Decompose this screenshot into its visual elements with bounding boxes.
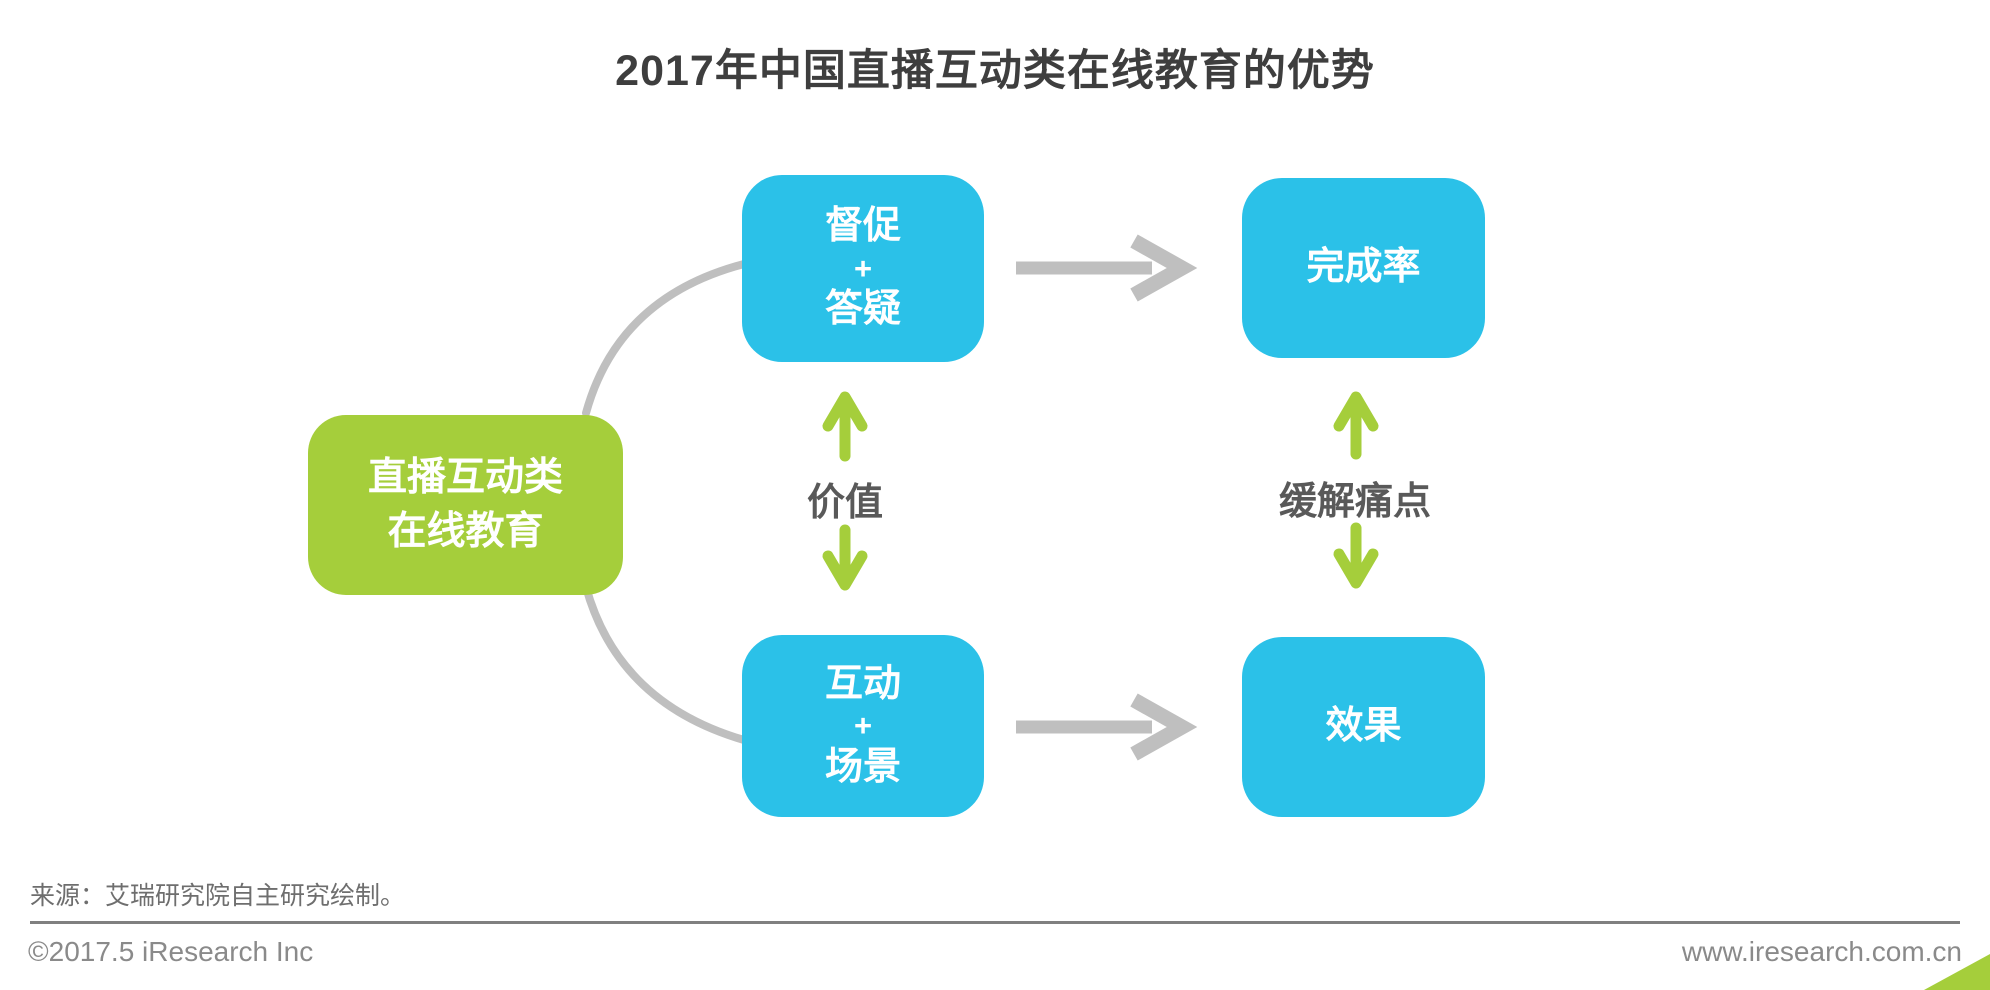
node-label-line: 场景	[824, 745, 901, 788]
node-label: 完成率	[1306, 246, 1421, 289]
node-label-line: 督促	[824, 205, 901, 248]
arrow-up-icon-mid	[822, 391, 868, 462]
node-label: 效果	[1325, 705, 1402, 748]
label-pain-relief: 缓解痛点	[1278, 481, 1431, 523]
website-text: www.iresearch.com.cn	[1681, 936, 1962, 967]
node-label-line: 在线教育	[387, 510, 544, 553]
node-label-line: 答疑	[824, 288, 901, 331]
plus-sign: +	[853, 708, 873, 744]
node-label-line: 直播互动类	[367, 456, 563, 500]
footer-divider	[30, 921, 1960, 924]
node-completion-rate: 完成率	[1242, 178, 1485, 358]
node-effect: 效果	[1242, 637, 1485, 817]
node-supervision-qa: 督促 + 答疑	[742, 175, 984, 362]
curved-connector-top-icon	[582, 260, 748, 417]
plus-sign: +	[853, 250, 873, 286]
arrow-down-icon-right	[1333, 522, 1379, 589]
chart-title: 2017年中国直播互动类在线教育的优势	[615, 47, 1375, 95]
arrow-up-icon-right	[1333, 391, 1379, 460]
label-value: 价值	[806, 482, 883, 524]
node-live-interactive-online-education: 直播互动类 在线教育	[308, 415, 623, 595]
arrow-right-bottom-icon	[1016, 693, 1198, 761]
copyright-text: ©2017.5 iResearch Inc	[28, 936, 314, 967]
arrow-right-top-icon	[1016, 234, 1198, 302]
arrow-down-icon-mid	[822, 524, 868, 591]
curved-connector-bottom-icon	[582, 583, 748, 744]
node-label-line: 互动	[824, 662, 901, 705]
node-interaction-scene: 互动 + 场景	[742, 635, 984, 817]
source-note: 来源：艾瑞研究院自主研究绘制。	[30, 882, 406, 910]
